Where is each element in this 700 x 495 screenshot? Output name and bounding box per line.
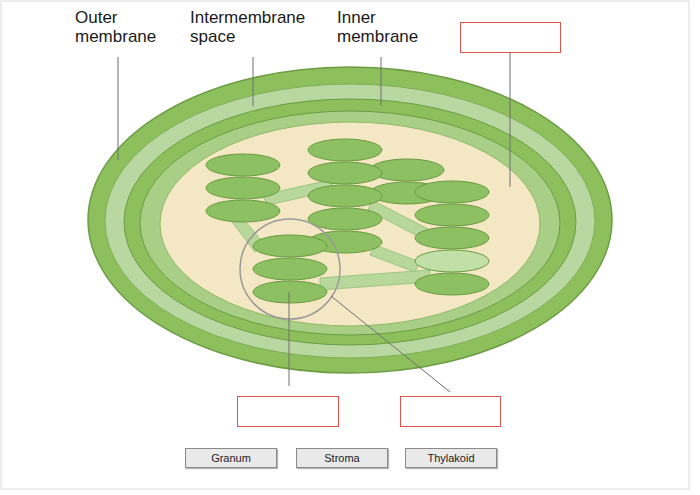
tile-text: Granum (211, 452, 251, 464)
tile-text: Stroma (324, 452, 359, 464)
answer-boxes (238, 23, 561, 427)
intermembrane-space (105, 84, 595, 358)
answer-tile: Granum (185, 448, 277, 468)
answer-tile: Stroma (296, 448, 388, 468)
panel (1, 1, 689, 489)
part-label: Outer membrane (75, 8, 170, 46)
grana-stacks (206, 139, 489, 303)
label-text: Inner membrane (337, 8, 418, 46)
stroma-area (160, 122, 540, 326)
answer-tile: Thylakoid (405, 448, 497, 468)
part-label: Inner membrane (337, 8, 437, 46)
leader-lines (118, 52, 510, 392)
label-text: Outer membrane (75, 8, 156, 46)
inner-membrane-edge (140, 111, 560, 335)
magnify-circle (240, 219, 340, 319)
inner-membrane (124, 99, 576, 345)
tile-text: Thylakoid (427, 452, 474, 464)
part-label: Intermembrane space (190, 8, 325, 46)
label-text: Intermembrane space (190, 8, 305, 46)
outer-membrane (88, 67, 612, 373)
